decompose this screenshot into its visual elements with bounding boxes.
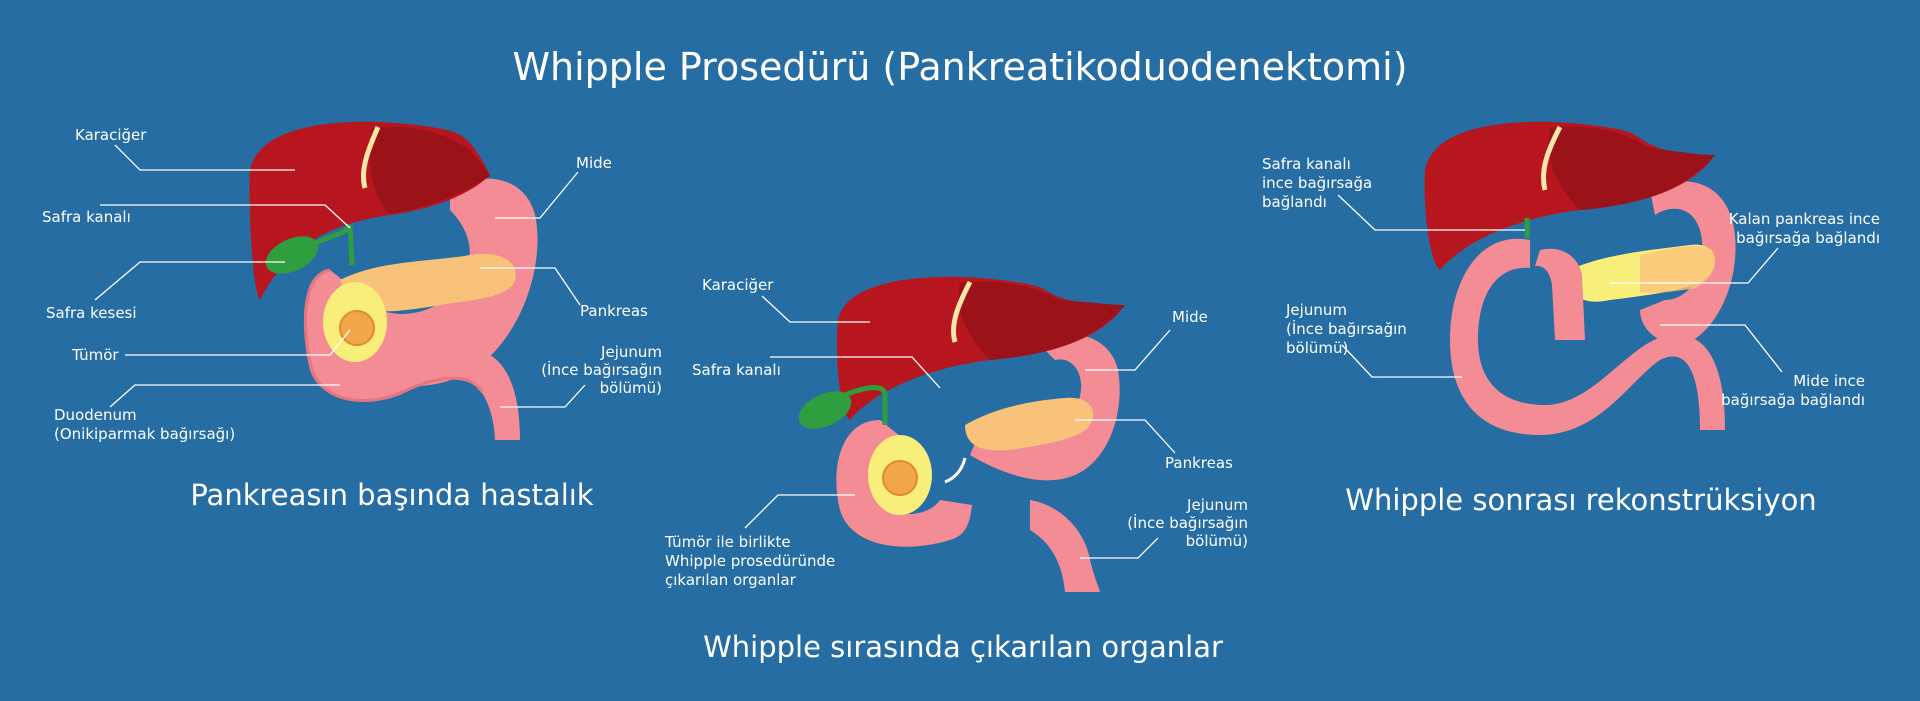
- panel-removed: Karaciğer Safra kanalı Tümör ile birlikt…: [664, 276, 1248, 664]
- duodenum-shape: [304, 270, 520, 440]
- label-jejunum-sub2: bölümü): [1286, 339, 1348, 357]
- liver-lobe: [958, 281, 1125, 360]
- leader-safra: [1337, 194, 1525, 231]
- pancreas-shape: [340, 253, 516, 312]
- leader-jejunum: [1080, 537, 1159, 559]
- bile-duct: [844, 385, 888, 425]
- liver-lobe: [1548, 126, 1715, 210]
- label-karaciger: Karaciğer: [702, 276, 774, 294]
- duodenum-outline: [303, 268, 484, 402]
- leader-safra-kesesi: [94, 261, 285, 301]
- label-duodenum-sub: (Onikiparmak bağırsağı): [54, 425, 235, 443]
- gallbladder-shape: [265, 236, 319, 274]
- tumor-shape: [882, 460, 918, 496]
- label-safra-2: ince bağırsağa: [1262, 174, 1372, 192]
- leader-mide: [1085, 329, 1171, 371]
- main-title: Whipple Prosedürü (Pankreatikoduodenekto…: [512, 45, 1407, 89]
- leader-tumor: [744, 494, 855, 529]
- label-jejunum: Jejunum: [1186, 496, 1248, 514]
- label-jejunum-sub2: bölümü): [1186, 532, 1248, 550]
- leader-mide: [495, 171, 579, 219]
- label-safra-1: Safra kanalı: [1262, 155, 1351, 173]
- caption-panel2: Whipple sırasında çıkarılan organlar: [703, 630, 1223, 664]
- removal-arrow: [944, 457, 967, 484]
- pancreas-shape: [965, 397, 1093, 451]
- panel-disease: Karaciğer Safra kanalı Safra kesesi Tümö…: [42, 121, 662, 512]
- leader-karaciger: [761, 295, 870, 323]
- label-pankreas: Pankreas: [1165, 454, 1233, 472]
- leader-tumor: [125, 329, 351, 356]
- label-mide: Mide: [1172, 308, 1208, 326]
- label-jejunum: Jejunum: [1285, 301, 1347, 319]
- label-safra-kesesi: Safra kesesi: [46, 304, 137, 322]
- label-jejunum-sub2: bölümü): [600, 379, 662, 397]
- label-safra-3: bağlandı: [1262, 193, 1327, 211]
- label-duodenum: Duodenum: [54, 406, 137, 424]
- leader-pankreas: [1075, 419, 1176, 454]
- ligament: [950, 280, 973, 343]
- jejunum-shape: [1030, 500, 1100, 592]
- label-jejunum-sub1: (İnce bağırsağın: [1127, 513, 1248, 532]
- label-kalan-2: bağırsağa bağlandı: [1736, 229, 1880, 247]
- leader-pankreas: [480, 267, 581, 306]
- label-safra-kanali: Safra kanalı: [692, 361, 781, 379]
- label-pankreas: Pankreas: [580, 302, 648, 320]
- tumor-shape: [339, 310, 375, 346]
- label-mide: Mide: [576, 154, 612, 172]
- leader-duodenum: [109, 384, 340, 408]
- label-jejunum-sub1: (İnce bağırsağın: [541, 360, 662, 379]
- label-mide-2: bağırsağa bağlandı: [1721, 391, 1865, 409]
- stomach-shape: [1640, 181, 1736, 345]
- leader-karaciger: [114, 144, 295, 171]
- pancreas-overlay: [1640, 246, 1716, 293]
- panel-reconstruction: Safra kanalı ince bağırsağa bağlandı Jej…: [1262, 121, 1880, 517]
- caption-panel3: Whipple sonrası rekonstrüksiyon: [1345, 483, 1816, 517]
- label-tumor-line2: Whipple prosedüründe: [665, 552, 835, 570]
- label-tumor-line1: Tümör ile birlikte: [664, 533, 791, 551]
- removed-duodenum: [836, 420, 972, 547]
- label-jejunum-sub1: (İnce bağırsağın: [1286, 319, 1407, 338]
- liver-lobe: [369, 126, 490, 214]
- label-jejunum: Jejunum: [600, 343, 662, 361]
- leader-kalan-pankreas: [1610, 247, 1779, 284]
- leader-safra-kanali: [100, 204, 351, 229]
- caption-panel1: Pankreasın başında hastalık: [190, 478, 593, 512]
- label-karaciger: Karaciğer: [75, 126, 147, 144]
- label-tumor: Tümör: [71, 346, 119, 364]
- leader-mide-ince: [1660, 324, 1783, 373]
- leader-safra-kanali: [770, 356, 941, 389]
- label-safra-kanali: Safra kanalı: [42, 208, 131, 226]
- label-tumor-line3: çıkarılan organlar: [665, 571, 797, 589]
- ligament: [1540, 125, 1563, 191]
- label-kalan-1: Kalan pankreas ince: [1729, 210, 1880, 228]
- leader-jejunum: [500, 384, 586, 408]
- gallbladder-shape: [798, 391, 852, 429]
- ligament: [360, 126, 381, 189]
- jejunal-limb: [1535, 248, 1585, 340]
- label-mide-1: Mide ince: [1793, 372, 1865, 390]
- leader-jejunum: [1341, 344, 1462, 378]
